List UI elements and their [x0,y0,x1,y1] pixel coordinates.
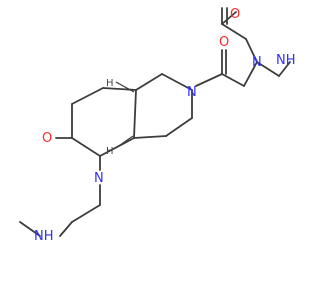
atom-oxygen: O [42,131,52,146]
bond [245,38,258,63]
bond [71,204,101,223]
bond [71,137,101,157]
hashed-bond [115,81,135,93]
bond [165,117,193,137]
bond [135,73,163,91]
atom-nitrogen: N [252,55,262,70]
bond [256,61,280,77]
hashed-bond [115,135,134,149]
atom-oxygen: O [230,7,240,22]
bond [19,221,41,237]
stereo-bonds [115,81,135,149]
bond [71,87,104,105]
bond [161,73,193,91]
bond [195,73,223,87]
atom-nitrogen-h: NH [276,53,296,68]
atom-nitrogen: N [94,171,104,186]
atom-hydrogen: H [106,146,114,157]
bond [243,61,258,87]
atom-nitrogen: N [187,85,197,100]
bond [221,23,247,40]
atom-oxygen: O [219,35,229,50]
molecule-canvas: O N O N NH N O NH H H [19,7,296,244]
bond [59,221,73,237]
atom-nitrogen-h: NH [34,229,54,244]
bond [278,61,291,77]
bond [221,73,245,87]
bond [133,135,167,139]
bond [133,89,137,139]
bond-lines [19,7,291,237]
atom-hydrogen: H [106,78,114,89]
bond [221,11,237,25]
structure-drawing: O N O N NH N O NH H H [19,7,296,244]
